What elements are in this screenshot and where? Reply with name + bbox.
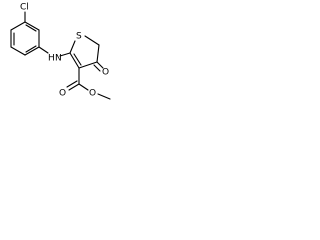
ester-ether-bond bbox=[78, 83, 89, 91]
ester-carbonyl-double-bond bbox=[66, 80, 78, 88]
benzene-double-bond-2 bbox=[25, 45, 37, 53]
amine-hydrogen-label: H bbox=[48, 54, 55, 64]
dihydrothiophene-ring bbox=[69, 35, 100, 69]
ester-ether-oxygen-label: O bbox=[89, 89, 96, 99]
amine-nitrogen-label: N bbox=[55, 54, 62, 64]
ring-bond-s-c5 bbox=[84, 35, 100, 46]
ester-carbonyl-bond bbox=[68, 83, 80, 91]
ketone-bond bbox=[96, 61, 104, 69]
methoxy-bond bbox=[97, 93, 111, 100]
ketone-oxygen-label: O bbox=[102, 68, 109, 78]
aryl-nitrogen-bond bbox=[38, 46, 49, 54]
nitrogen-ring-carbon-bond bbox=[59, 52, 71, 57]
chlorine-atom-label: Cl bbox=[20, 3, 29, 13]
sulfur-atom-label: S bbox=[76, 32, 82, 42]
benzene-double-bond-3 bbox=[25, 24, 37, 32]
benzene-bond-6 bbox=[10, 21, 26, 31]
chlorophenyl-ring bbox=[10, 21, 40, 56]
ring-bond-c3-c2 bbox=[69, 52, 80, 69]
ketone-double-bond bbox=[93, 64, 101, 72]
benzene-bond-2 bbox=[10, 46, 26, 56]
benzene-bond-5 bbox=[24, 21, 40, 31]
ring-bond-c4-c3 bbox=[78, 61, 98, 69]
ring-bond-c5-c4 bbox=[96, 44, 100, 63]
benzene-bond-3 bbox=[24, 46, 40, 56]
ester-carbonyl-oxygen-label: O bbox=[59, 89, 66, 99]
ring-double-bond-c2-c3 bbox=[73, 53, 82, 66]
ring-bond-c2-s bbox=[69, 40, 76, 54]
molecule-structure-diagram: Cl H N S O O O bbox=[10, 3, 111, 100]
